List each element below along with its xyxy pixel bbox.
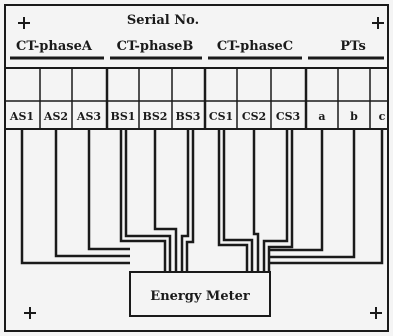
wire-pt-c: [270, 129, 384, 265]
terminal-label-as2: AS2: [43, 110, 68, 123]
cross-icon-top-right: [372, 17, 384, 29]
terminal-label-bs1: BS1: [111, 110, 136, 123]
wire-cs2: [252, 129, 260, 272]
energy-meter-box: [129, 271, 271, 317]
cross-icon-bottom-right: [370, 307, 382, 319]
terminal-label-pt-c: c: [379, 110, 386, 123]
serial-number-title: Serial No.: [127, 13, 199, 28]
terminal-label-cs3: CS3: [276, 110, 300, 123]
wiring: [20, 129, 384, 272]
wire-bs3-return: [185, 129, 195, 272]
wire-bs1-return: [124, 129, 172, 272]
terminal-label-cs2: CS2: [242, 110, 266, 123]
terminal-labels: AS1 AS2 AS3 BS1 BS2 BS3 CS1 CS2 CS3 a b …: [9, 110, 386, 123]
group-label-pts: PTs: [340, 39, 366, 54]
wire-cs1: [217, 129, 249, 272]
wire-bs2: [153, 129, 178, 272]
wire-as2: [54, 129, 130, 258]
wire-cs1-return: [222, 129, 254, 272]
wire-bs3: [180, 129, 190, 272]
terminal-label-pt-b: b: [350, 110, 358, 123]
terminal-label-bs3: BS3: [176, 110, 201, 123]
wire-pt-b: [270, 129, 356, 259]
terminal-label-as1: AS1: [9, 110, 34, 123]
cross-icon-top-left: [18, 17, 30, 29]
corner-crosses: [18, 17, 384, 319]
wire-as3: [87, 129, 130, 251]
wire-cs3: [262, 129, 289, 272]
wire-pt-a: [270, 129, 324, 252]
outer-frame: [4, 4, 389, 332]
wire-bs1: [119, 129, 167, 272]
wire-as1: [20, 129, 130, 265]
terminal-label-as3: AS3: [76, 110, 101, 123]
group-label-ct-phase-a: CT-phaseA: [16, 39, 93, 54]
strip-dividers: [39, 68, 371, 129]
group-labels: CT-phaseA CT-phaseB CT-phaseC PTs: [16, 39, 366, 54]
cross-icon-bottom-left: [24, 307, 36, 319]
terminal-label-pt-a: a: [318, 110, 325, 123]
group-label-ct-phase-b: CT-phaseB: [117, 39, 194, 54]
group-label-ct-phase-c: CT-phaseC: [217, 39, 293, 54]
energy-meter-label: Energy Meter: [150, 289, 250, 304]
terminal-strip: [5, 67, 388, 130]
terminal-label-bs2: BS2: [143, 110, 168, 123]
terminal-label-cs1: CS1: [209, 110, 233, 123]
wire-cs3-return: [267, 129, 294, 272]
